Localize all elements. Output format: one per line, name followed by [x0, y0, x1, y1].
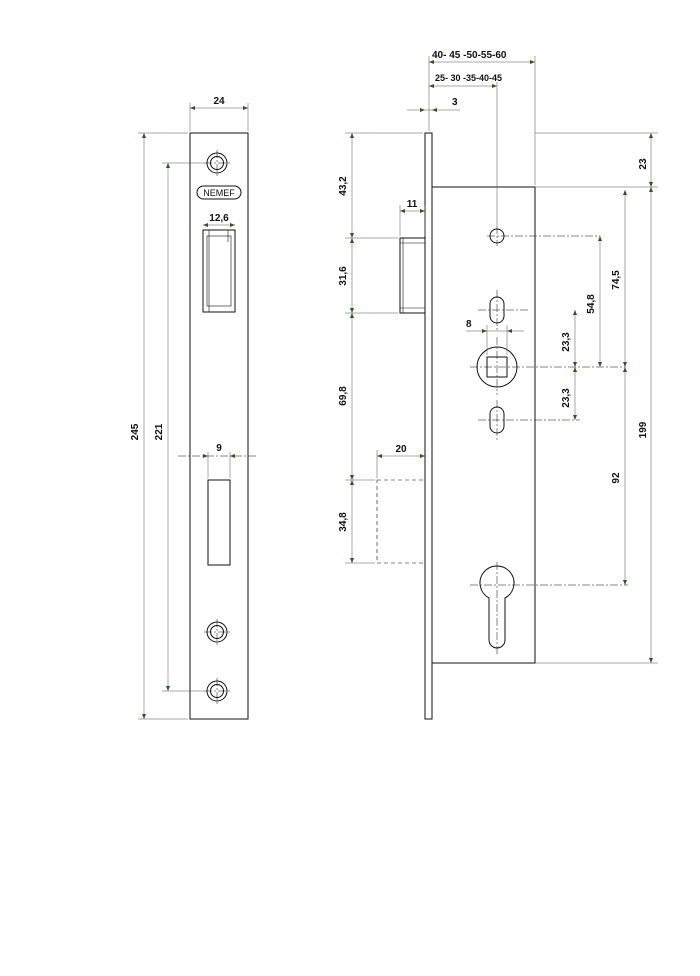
latch: [399, 237, 426, 314]
dim-latch-opening: 12,6: [209, 213, 229, 224]
strike-plate: NEMEF 12,6 9 24 245: [130, 96, 256, 720]
dim-follower-to-slot-lower: 23,3: [561, 388, 572, 408]
brand-logo: NEMEF: [196, 185, 242, 200]
dim-case-height: 199: [638, 421, 649, 438]
brand-logo-text: NEMEF: [203, 188, 235, 198]
dim-top-offset: 23: [638, 158, 649, 170]
screw-hole-bottom-icon: [203, 677, 231, 705]
faceplate: [424, 132, 433, 720]
bolt-opening: [207, 479, 231, 566]
dim-latch-to-bolt: 69,8: [338, 386, 349, 406]
dim-bolt-height: 34,8: [338, 512, 349, 532]
dim-follower-square: 8: [466, 319, 472, 330]
dim-strike-height: 245: [130, 423, 141, 440]
fixing-hole-icon: [487, 226, 600, 246]
dim-bolt-projection: 20: [395, 444, 407, 455]
latch-opening: [202, 229, 236, 313]
dim-follower-to-hole-b: 74,5: [611, 270, 622, 290]
slot-upper-icon: [478, 290, 530, 330]
screw-hole-middle-icon: [203, 618, 231, 646]
dim-strike-width: 24: [213, 96, 225, 107]
follower-icon: [470, 337, 625, 395]
dim-backset-follower: 25- 30 -35-40-45: [435, 73, 502, 83]
dim-screw-spacing: 221: [154, 423, 165, 440]
dim-faceplate-thickness: 3: [452, 97, 458, 108]
dim-follower-to-hole-a: 54,8: [586, 294, 597, 314]
dim-latch-height: 31,6: [338, 266, 349, 286]
cylinder-hole-icon: [470, 562, 628, 655]
dim-follower-to-cylinder: 92: [611, 472, 622, 484]
dim-follower-to-slot-upper: 23,3: [561, 332, 572, 352]
strike-plate-outline: [189, 132, 249, 720]
dim-top-to-latch: 43,2: [338, 176, 349, 196]
dead-bolt: [376, 479, 426, 564]
dim-backset-faceplate: 40- 45 -50-55-60: [432, 50, 507, 61]
lock-case: [431, 186, 536, 664]
dim-bolt-opening: 9: [216, 443, 222, 454]
screw-hole-top-icon: [203, 149, 231, 177]
dim-latch-projection: 11: [407, 199, 418, 210]
lock-body: 40- 45 -50-55-60 25- 30 -35-40-45 3 43,2…: [338, 50, 658, 720]
slot-lower-icon: [478, 400, 580, 440]
